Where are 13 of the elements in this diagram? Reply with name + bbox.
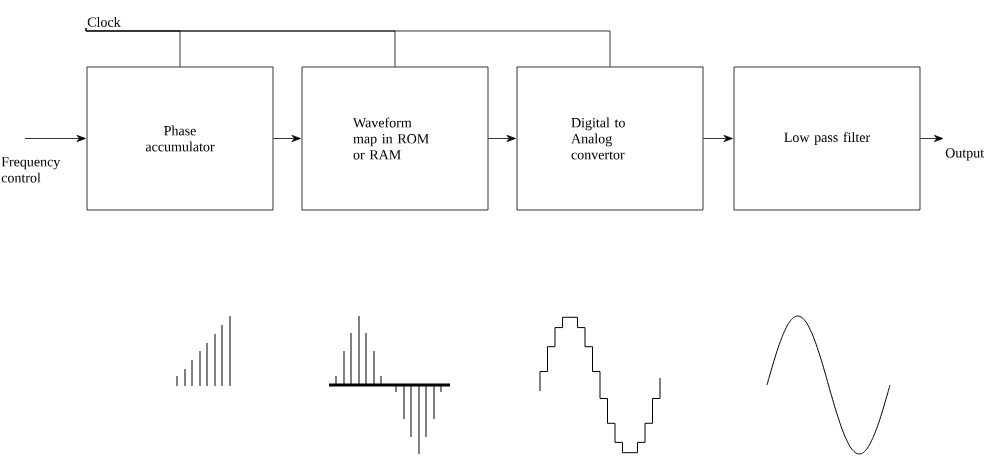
process-box: Waveform map in ROM or RAM [301, 66, 489, 211]
process-box: Digital to Analog convertor [516, 66, 704, 211]
signal-label: Frequency control [1, 157, 61, 183]
arrow [920, 135, 944, 142]
signal-label: Clock [87, 16, 121, 27]
arrow [273, 135, 301, 142]
process-box: Low pass filter [733, 66, 921, 211]
arrow [488, 135, 516, 142]
arrow [24, 135, 86, 142]
process-box: Phase accumulator [86, 66, 274, 211]
clock-line [85, 27, 611, 67]
signal-label: Output [945, 148, 984, 161]
arrow [703, 135, 733, 142]
